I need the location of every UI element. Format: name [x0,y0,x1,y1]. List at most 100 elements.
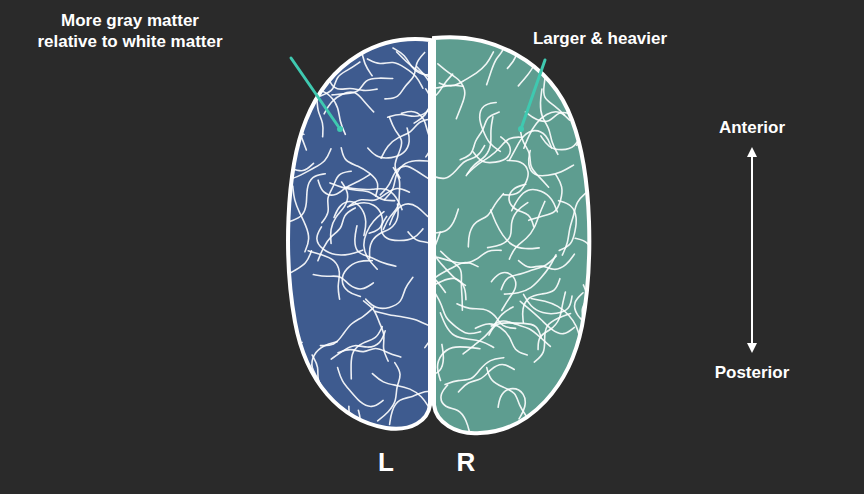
gyrus-line [384,161,429,200]
gyrus-line [298,86,306,150]
gyrus-line [573,351,585,411]
callout-label: More gray matter relative to white matte… [10,10,250,53]
gyrus-line [263,51,302,93]
gyrus-line [338,348,401,357]
leader-line [522,60,545,126]
gyrus-line [290,174,325,221]
gyrus-line [402,74,463,88]
leader-dot [518,126,524,132]
hemisphere-letter: R [446,446,486,479]
gyrus-line [338,368,384,407]
callout-label: Larger & heavier [500,28,700,49]
leader-line [291,58,338,126]
gyrus-line [320,308,373,346]
gyrus-line [437,347,479,381]
gyrus-line [345,187,402,209]
gyri-left [244,3,480,469]
gyrus-line [577,105,628,145]
gyrus-line [432,146,485,179]
gyrus-line [366,277,413,308]
gyrus-line [244,342,302,361]
gyrus-line [588,366,621,418]
gyrus-line [491,210,539,249]
gyrus-line [466,117,493,176]
gyrus-line [397,52,445,100]
gyrus-line [385,52,425,98]
gyrus-line [388,89,431,117]
gyrus-line [524,112,570,148]
gyrus-line [248,353,295,375]
gyrus-line [331,331,385,359]
gyrus-line [562,192,586,255]
gyrus-line [349,406,394,437]
gyrus-line [520,129,549,188]
gyrus-line [475,324,527,355]
gyrus-line [503,160,528,195]
gyrus-line [487,26,504,85]
gyrus-line [582,285,586,350]
gyrus-line [498,389,525,419]
gyrus-line [350,188,410,205]
gyrus-line [313,17,364,42]
axis-arrow [751,152,753,348]
gyrus-line [390,204,440,225]
axis-label: Posterior [682,362,822,383]
gyrus-line [368,128,409,158]
gyrus-line [393,48,444,75]
gyrus-line [293,186,309,252]
gyrus-line [324,92,374,114]
gyrus-line [322,171,352,223]
gyrus-line [258,251,311,287]
gyrus-line [509,131,551,161]
gyrus-line [246,104,304,134]
hemisphere-letter: L [366,446,406,479]
gyrus-line [441,385,470,434]
gyri-right [401,22,628,434]
gyrus-line [468,194,503,247]
gyrus-line [255,149,314,170]
gyrus-line [480,102,501,151]
gyrus-line [523,279,560,323]
gyrus-line [525,112,581,124]
gyrus-line [541,128,593,150]
left-hemisphere [288,39,430,429]
gyrus-line [529,175,562,221]
gyrus-line [529,151,574,176]
gyrus-line [491,321,550,346]
gyrus-line [534,313,570,362]
gyrus-line [501,256,556,290]
gyrus-line [367,59,422,88]
gyrus-line [317,227,363,255]
gyrus-line [437,250,501,263]
gyrus-line [370,204,399,258]
right-hemisphere [434,37,589,433]
gyrus-line [491,273,515,311]
gyrus-line [407,74,452,119]
gyrus-line [487,367,527,417]
gyrus-line [334,202,366,236]
gyrus-line [378,363,400,421]
gyrus-line [519,254,575,269]
gyrus-line [440,313,493,348]
gyrus-line [381,119,432,158]
leader-dot [337,126,343,132]
gyrus-line [438,64,465,119]
gyrus-line [460,112,499,160]
gyrus-line [390,391,439,424]
gyrus-line [421,263,478,293]
gyrus-line [329,66,377,90]
gyrus-line [406,209,458,244]
gyrus-line [342,410,361,469]
gyrus-line [575,238,627,269]
gyrus-line [381,216,423,240]
gyrus-line [435,292,481,333]
gyrus-line [351,327,382,379]
gyrus-line [342,261,372,297]
gyrus-line [355,226,396,266]
gyrus-line [504,255,556,294]
gyrus-line [312,355,342,414]
gyrus-line [565,69,616,93]
gyrus-line [312,342,337,393]
